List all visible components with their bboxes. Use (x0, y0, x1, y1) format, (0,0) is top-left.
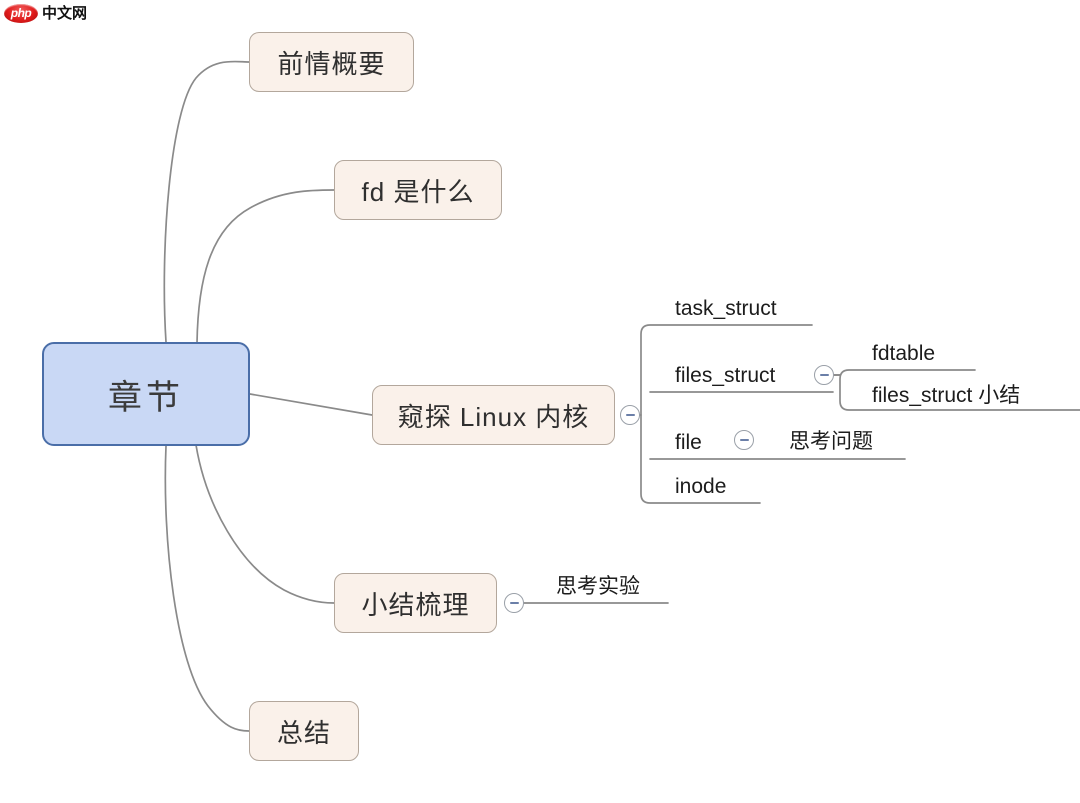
wire-root-qianqing (163, 60, 250, 343)
branch-node-fd[interactable]: fd 是什么 (334, 160, 502, 220)
root-node-label: 章节 (108, 378, 184, 417)
leaf-label-task-struct: task_struct (675, 297, 777, 320)
collapse-toggle-files-struct[interactable] (814, 365, 834, 385)
php-logo-text: php (10, 6, 32, 20)
root-node[interactable]: 章节 (42, 342, 250, 446)
php-logo-icon: php (4, 3, 38, 23)
wire-root-zongjie (164, 445, 250, 732)
leaf-node-inode[interactable]: inode (675, 476, 726, 497)
wire-root-linux (249, 393, 373, 416)
leaf-node-file[interactable]: file (675, 432, 702, 453)
leaf-node-sikao-shiyan[interactable]: 思考实验 (556, 576, 640, 597)
branch-label-fd: fd 是什么 (361, 176, 475, 207)
collapse-toggle-file[interactable] (734, 430, 754, 450)
minus-icon (625, 414, 635, 416)
collapse-toggle-linux[interactable] (620, 405, 640, 425)
branch-node-qianqing[interactable]: 前情概要 (249, 32, 414, 92)
leaf-node-sikao-wenti[interactable]: 思考问题 (789, 431, 873, 452)
branch-node-zongjie[interactable]: 总结 (249, 701, 359, 761)
minus-icon (509, 602, 519, 604)
branch-label-linux: 窥探 Linux 内核 (397, 401, 590, 432)
leaf-node-fdtable[interactable]: fdtable (872, 343, 935, 364)
leaf-label-files-struct: files_struct (675, 364, 776, 387)
wire-linux-bracket (640, 324, 813, 504)
collapse-toggle-xiaojie[interactable] (504, 593, 524, 613)
branch-node-xiaojie[interactable]: 小结梳理 (334, 573, 497, 633)
branch-label-zongjie: 总结 (276, 717, 331, 748)
leaf-label-fdtable: fdtable (872, 342, 936, 365)
branch-label-qianqing: 前情概要 (277, 48, 386, 79)
leaf-node-files-struct-summary[interactable]: files_struct 小结 (872, 385, 1020, 406)
minus-icon (819, 374, 829, 376)
leaf-label-sikao-shiyan: 思考实验 (556, 575, 640, 598)
branch-node-linux[interactable]: 窥探 Linux 内核 (372, 385, 615, 445)
watermark-label: 中文网 (42, 3, 88, 22)
wire-root-xiaojie (195, 444, 335, 604)
leaf-label-file: file (675, 431, 702, 454)
branch-label-xiaojie: 小结梳理 (361, 589, 470, 620)
wire-root-fd (196, 189, 335, 344)
leaf-label-files-struct-summary: files_struct 小结 (872, 384, 1021, 407)
leaf-label-inode: inode (675, 475, 727, 498)
minus-icon (739, 439, 749, 441)
leaf-node-files-struct[interactable]: files_struct (675, 365, 775, 386)
leaf-node-task-struct[interactable]: task_struct (675, 298, 777, 319)
leaf-label-sikao-wenti: 思考问题 (789, 430, 873, 453)
watermark: php 中文网 (4, 2, 87, 24)
